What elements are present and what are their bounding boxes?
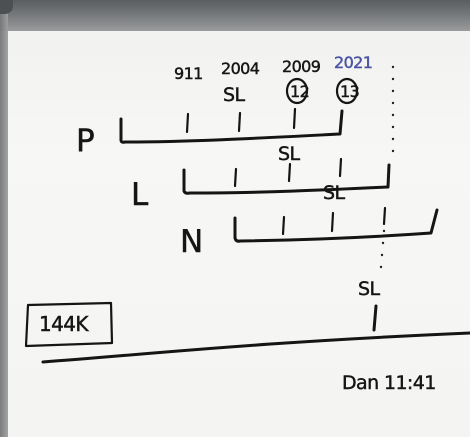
dot-ref-4	[391, 101, 395, 105]
dot-ref-13	[379, 265, 383, 269]
n-tick-3	[382, 206, 387, 226]
n-tick-1	[281, 215, 286, 236]
circle-13-mark	[335, 77, 359, 105]
date-label-2004: 2004	[221, 59, 260, 78]
dot-ref-11	[381, 241, 385, 245]
date-label-2009: 2009	[282, 57, 321, 76]
p-tick-2009	[292, 107, 297, 130]
l-tick-3	[338, 157, 343, 178]
circled-number-12: 12	[290, 82, 309, 101]
row-label-n: N	[180, 224, 203, 260]
dot-ref-10	[382, 229, 386, 233]
p-timeline-bracket	[119, 109, 344, 144]
row-label-p: P	[76, 123, 94, 159]
dot-ref-1	[391, 65, 395, 69]
row-label-l: L	[131, 177, 149, 213]
sl-label-bottom: SL	[358, 278, 380, 300]
sl-label-l-row: SL	[278, 143, 300, 165]
l-timeline-bracket	[182, 163, 391, 195]
date-label-2021: 2021	[334, 53, 372, 72]
frame-corner-clip	[0, 0, 13, 14]
n-timeline-bracket	[233, 208, 439, 243]
circle-12-mark	[285, 77, 309, 105]
circled-number-13: 13	[340, 82, 359, 101]
box-144k-border	[24, 301, 114, 348]
dot-ref-9	[386, 173, 390, 177]
sl-label-top: SL	[223, 84, 245, 106]
dot-ref-6	[391, 125, 395, 129]
bottom-sl-tick	[372, 304, 378, 332]
bottom-label-dan-11-41: Dan 11:41	[342, 372, 436, 394]
whiteboard-frame-top	[0, 0, 470, 31]
whiteboard-frame-left	[0, 0, 8, 437]
p-tick-911	[185, 112, 190, 134]
sl-label-n-row: SL	[323, 182, 345, 204]
date-label-911: 911	[174, 64, 203, 83]
dot-ref-12	[380, 253, 384, 257]
dot-ref-3	[391, 89, 395, 93]
p-tick-2004	[237, 111, 242, 133]
bottom-baseline	[41, 331, 470, 364]
l-tick-2	[287, 162, 292, 183]
dot-ref-8	[391, 149, 395, 153]
l-tick-1	[233, 167, 238, 188]
dot-ref-5	[391, 113, 395, 117]
box-144k-label: 144K	[39, 312, 89, 336]
dot-ref-2	[391, 77, 395, 81]
n-tick-2	[330, 211, 335, 233]
dot-ref-7	[391, 137, 395, 141]
